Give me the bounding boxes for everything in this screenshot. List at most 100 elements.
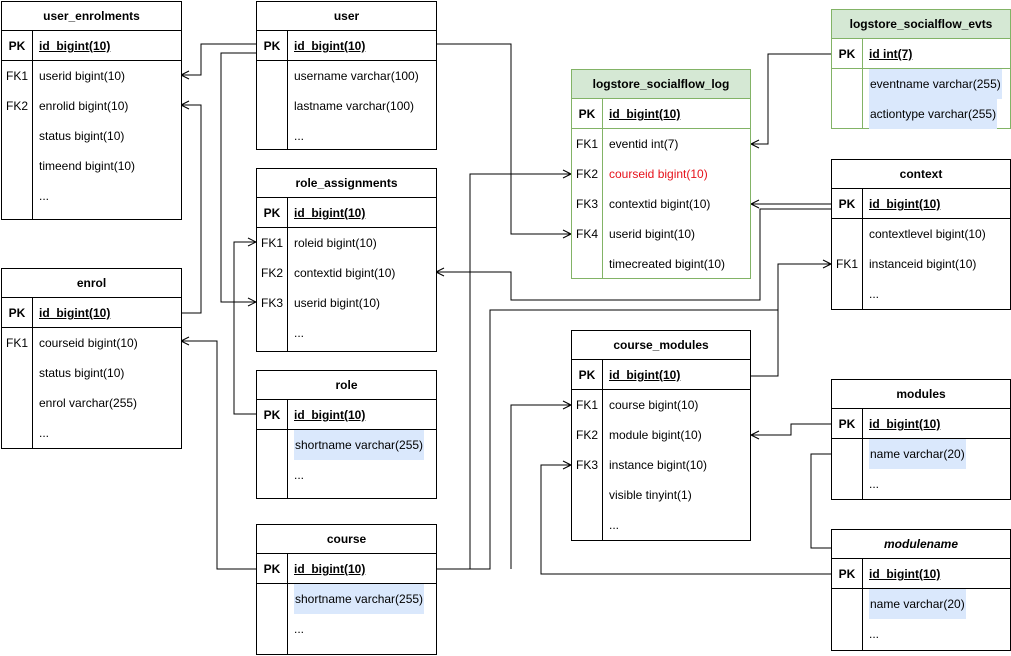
key-label — [832, 619, 862, 649]
field-label: id int(7) — [869, 47, 913, 61]
key-label — [257, 614, 287, 644]
field-label: visible tinyint(1) — [609, 488, 692, 502]
field-label: enrolid bigint(10) — [39, 99, 129, 113]
rel-log-evts — [751, 53, 831, 145]
key-label — [2, 121, 32, 151]
table-row: eventname varchar(255) — [832, 69, 1010, 99]
key-label — [257, 430, 287, 460]
key-label: FK3 — [575, 197, 598, 211]
key-label — [572, 249, 602, 279]
field-label: ... — [39, 189, 50, 203]
key-label: FK1 — [260, 236, 283, 250]
key-label: PK — [263, 408, 281, 422]
table-user[interactable]: user PK id_bigint(10) username varchar(10… — [256, 1, 437, 150]
table-row: enrol varchar(255) — [2, 388, 181, 418]
table-title: course — [257, 525, 436, 554]
field-label: status bigint(10) — [39, 366, 125, 380]
table-title: modulename — [832, 530, 1010, 559]
crowfoot-icon — [562, 400, 572, 410]
table-row: timecreated bigint(10) — [572, 249, 750, 279]
field-label: module bigint(10) — [609, 428, 702, 442]
field-label: eventid int(7) — [609, 137, 679, 151]
table-title: role_assignments — [257, 169, 436, 198]
table-row: ... — [572, 510, 750, 540]
key-label: FK2 — [575, 167, 598, 181]
field-label: course bigint(10) — [609, 398, 699, 412]
field-label: ... — [609, 518, 620, 532]
field-label: timeend bigint(10) — [39, 159, 136, 173]
table-title: enrol — [2, 269, 181, 298]
field-label: id_bigint(10) — [294, 39, 366, 53]
field-label: ... — [294, 622, 305, 636]
table-row: FK1 course bigint(10) — [572, 390, 750, 420]
field-label: userid bigint(10) — [294, 296, 381, 310]
crowfoot-icon — [247, 237, 257, 247]
table-row: ... — [257, 121, 436, 151]
table-row: status bigint(10) — [2, 358, 181, 388]
crowfoot-icon — [750, 199, 760, 209]
key-label — [832, 589, 862, 619]
key-column-divider — [862, 559, 863, 650]
field-label: id_bigint(10) — [39, 306, 111, 320]
table-title: user — [257, 2, 436, 31]
key-column-divider — [602, 360, 603, 540]
key-label — [257, 584, 287, 614]
key-label — [832, 439, 862, 469]
field-label: id_bigint(10) — [294, 562, 366, 576]
key-label: FK1 — [575, 398, 598, 412]
table-course[interactable]: course PK id_bigint(10) shortname varchar… — [256, 524, 437, 655]
table-row: shortname varchar(255) — [257, 430, 436, 460]
table-title: context — [832, 160, 1010, 189]
field-label: courseid bigint(10) — [609, 167, 708, 181]
table-row: shortname varchar(255) — [257, 584, 436, 614]
crowfoot-icon — [822, 259, 832, 269]
table-row: name varchar(20) — [832, 589, 1010, 619]
field-label: username varchar(100) — [294, 69, 419, 83]
field-label: id_bigint(10) — [39, 39, 111, 53]
key-label: FK1 — [835, 257, 858, 271]
table-row: ... — [832, 279, 1010, 309]
crowfoot-icon — [562, 169, 572, 179]
key-label: PK — [838, 47, 856, 61]
field-label: actiontype varchar(255) — [869, 99, 998, 129]
key-label: FK2 — [260, 266, 283, 280]
field-label: contextlevel bigint(10) — [869, 227, 986, 241]
key-label — [572, 510, 602, 540]
key-label: PK — [263, 562, 281, 576]
key-label: PK — [8, 39, 26, 53]
key-label: PK — [838, 197, 856, 211]
table-row: ... — [257, 614, 436, 644]
table-row: PK id_bigint(10) — [257, 554, 436, 584]
table-title: logstore_socialflow_log — [572, 70, 750, 99]
field-label: userid bigint(10) — [609, 227, 696, 241]
table-row: ... — [832, 619, 1010, 649]
table-row: ... — [257, 460, 436, 490]
key-label — [257, 91, 287, 121]
key-label — [2, 418, 32, 448]
table-row: timeend bigint(10) — [2, 151, 181, 181]
key-label — [832, 99, 862, 129]
key-label: PK — [263, 39, 281, 53]
field-label: eventname varchar(255) — [869, 69, 1002, 99]
field-label: status bigint(10) — [39, 129, 125, 143]
key-label: PK — [263, 206, 281, 220]
field-label: id_bigint(10) — [869, 417, 941, 431]
key-label: PK — [8, 306, 26, 320]
